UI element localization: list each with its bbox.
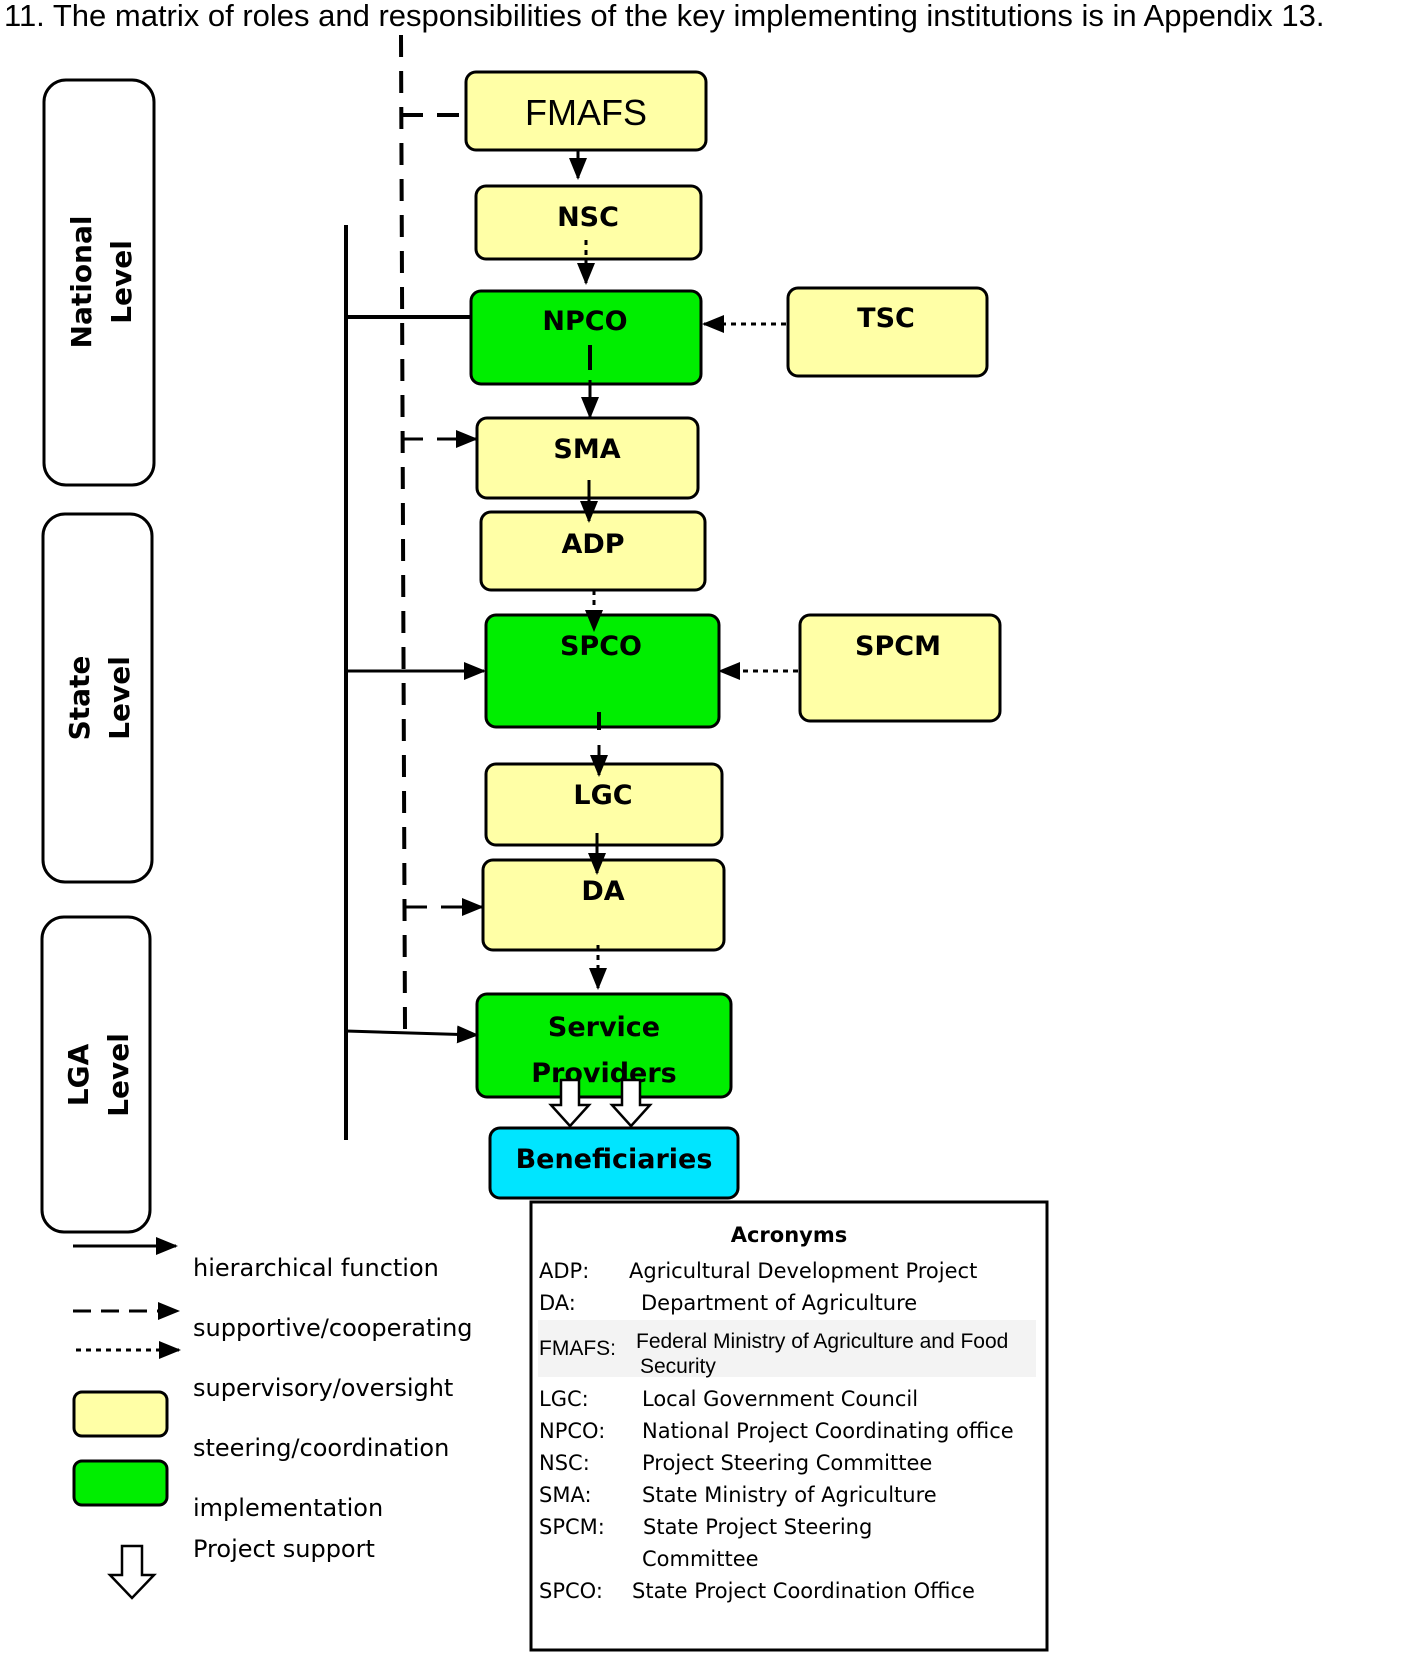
nsc-label: NSC	[557, 202, 619, 233]
lga-level-label-2: Level	[102, 1033, 135, 1117]
acronym-full: State Project Steering	[643, 1515, 872, 1539]
legend-yellow-swatch	[72, 1390, 169, 1438]
national-level-label-2: Level	[105, 240, 138, 324]
project-support-arrow-1	[548, 1078, 592, 1128]
support-vertical-line	[399, 34, 407, 1031]
lgc-label: LGC	[573, 780, 632, 811]
tsc-label: TSC	[857, 303, 915, 334]
acronyms-title: Acronyms	[731, 1223, 848, 1247]
legend-project-support: Project support	[193, 1535, 375, 1563]
spcm-box	[798, 613, 1002, 723]
acronym-abbr: ADP:	[539, 1259, 589, 1283]
acronym-abbr: DA:	[539, 1291, 576, 1315]
legend-steering: steering/coordination	[193, 1434, 449, 1462]
acronym-abbr: SPCO:	[539, 1579, 603, 1603]
npco-label: NPCO	[542, 306, 627, 337]
acronym-abbr: SMA:	[539, 1483, 592, 1507]
legend-implementation: implementation	[193, 1494, 383, 1522]
acronym-full: Project Steering Committee	[642, 1451, 932, 1475]
nsc-box	[474, 184, 703, 261]
spcm-label: SPCM	[855, 631, 941, 662]
legend-hierarchical: hierarchical function	[193, 1254, 439, 1282]
acronym-abbr: LGC:	[539, 1387, 589, 1411]
beneficiaries-box	[488, 1126, 740, 1200]
acronym-abbr: SPCM:	[539, 1515, 605, 1539]
acronym-full: National Project Coordinating office	[642, 1419, 1014, 1443]
acronym-full: State Project Coordination Office	[632, 1579, 975, 1603]
state-level-label: State	[63, 656, 96, 741]
acronym-full: Department of Agriculture	[641, 1291, 917, 1315]
acronym-full-2: Committee	[642, 1547, 759, 1571]
fmafs-highlight	[538, 1320, 1036, 1377]
spco-label: SPCO	[560, 631, 642, 662]
legend-supervisory: supervisory/oversight	[193, 1374, 453, 1402]
national-level-label: National	[65, 216, 98, 349]
acronym-full: Federal Ministry of Agriculture and Food	[636, 1330, 1008, 1353]
arrow-hier-service-providers	[345, 1025, 479, 1044]
lga-level-box	[40, 915, 152, 1234]
acronym-full: State Ministry of Agriculture	[642, 1483, 937, 1507]
acronym-abbr: NPCO:	[539, 1419, 605, 1443]
legend-hollow-arrow	[107, 1544, 157, 1600]
acronym-full: Agricultural Development Project	[629, 1259, 977, 1283]
state-level-box	[41, 512, 154, 884]
acronyms-box	[529, 1200, 1049, 1652]
acronym-abbr: FMAFS:	[539, 1337, 616, 1360]
legend-green-swatch	[72, 1459, 169, 1507]
beneficiaries-label: Beneficiaries	[516, 1144, 713, 1175]
fmafs-box	[464, 70, 708, 152]
state-level-label-2: Level	[103, 656, 136, 740]
service-providers-box	[475, 992, 733, 1099]
legend-supportive: supportive/cooperating	[193, 1314, 473, 1342]
sma-label: SMA	[553, 434, 620, 465]
lga-level-label: LGA	[62, 1043, 95, 1106]
service-providers-label-2: Providers	[531, 1058, 677, 1089]
service-providers-label: Service	[548, 1012, 660, 1043]
acronym-abbr: NSC:	[539, 1451, 590, 1475]
project-support-arrow-2	[609, 1078, 653, 1128]
acronym-full-2: Security	[640, 1355, 716, 1378]
national-level-box	[42, 78, 156, 487]
da-label: DA	[581, 876, 624, 907]
page-heading: 11. The matrix of roles and responsibili…	[4, 0, 1325, 33]
tsc-box	[786, 286, 989, 378]
adp-label: ADP	[561, 529, 624, 560]
acronym-full: Local Government Council	[642, 1387, 918, 1411]
fmafs-label: FMAFS	[525, 92, 647, 133]
npco-box	[469, 289, 703, 386]
